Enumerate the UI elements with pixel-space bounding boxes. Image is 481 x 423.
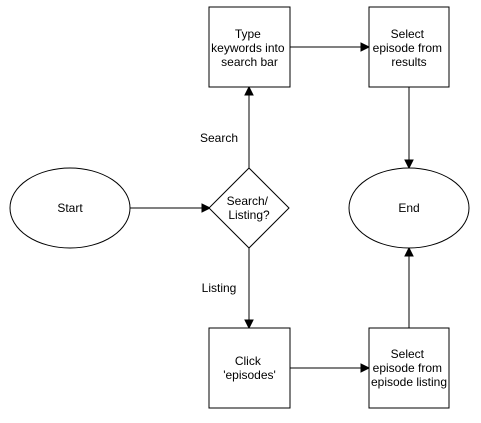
start-ellipse [9, 167, 131, 249]
label-line: 'episodes' [223, 368, 276, 382]
node-end: End [348, 167, 470, 249]
select-listing-box [368, 327, 450, 409]
node-click-episodes-label: Click 'episodes' [223, 354, 276, 382]
node-decision: Search/ Listing? [208, 167, 290, 249]
arrowhead [404, 159, 414, 170]
click-episodes-box [208, 327, 291, 409]
node-type-keywords: Type keywords into search bar [208, 6, 291, 88]
node-select-results: Select episode from results [368, 6, 450, 88]
node-select-listing: Select episode from episode listing [368, 327, 450, 409]
arrowhead [360, 363, 371, 373]
label-line: Search/ [227, 194, 269, 208]
label-line: episode from [373, 41, 442, 55]
label-line: episode listing [371, 375, 447, 389]
label-line: Start [57, 201, 83, 215]
arrowhead [244, 85, 254, 96]
edges [130, 42, 414, 373]
node-select-results-label: Select episode from results [373, 27, 446, 69]
arrowhead [201, 203, 212, 213]
select-results-box [368, 6, 450, 88]
label-line: Listing? [228, 208, 270, 222]
label-line: Select [391, 27, 425, 41]
label-line: Type [235, 27, 261, 41]
label-line: episode from [373, 361, 442, 375]
node-click-episodes: Click 'episodes' [208, 327, 291, 409]
label-line: search bar [221, 55, 278, 69]
arrowhead [404, 246, 414, 257]
node-select-listing-label: Select episode from episode listing [371, 347, 447, 389]
label-line: End [398, 201, 419, 215]
end-ellipse [348, 167, 470, 249]
decision-diamond [208, 167, 290, 249]
node-decision-label: Search/ Listing? [227, 194, 272, 222]
label-line: results [391, 55, 426, 69]
label-line: Click [235, 354, 262, 368]
node-end-label: End [398, 201, 419, 215]
arrowhead [244, 319, 254, 330]
label-line: Select [391, 347, 425, 361]
arrowhead [360, 42, 371, 52]
label-line: keywords into [211, 41, 285, 55]
type-keywords-box [208, 6, 291, 88]
node-start: Start [9, 167, 131, 249]
node-start-label: Start [57, 201, 83, 215]
edge-label-listing: Listing [202, 281, 237, 295]
edge-label-search: Search [200, 131, 238, 145]
node-type-keywords-label: Type keywords into search bar [211, 27, 288, 69]
